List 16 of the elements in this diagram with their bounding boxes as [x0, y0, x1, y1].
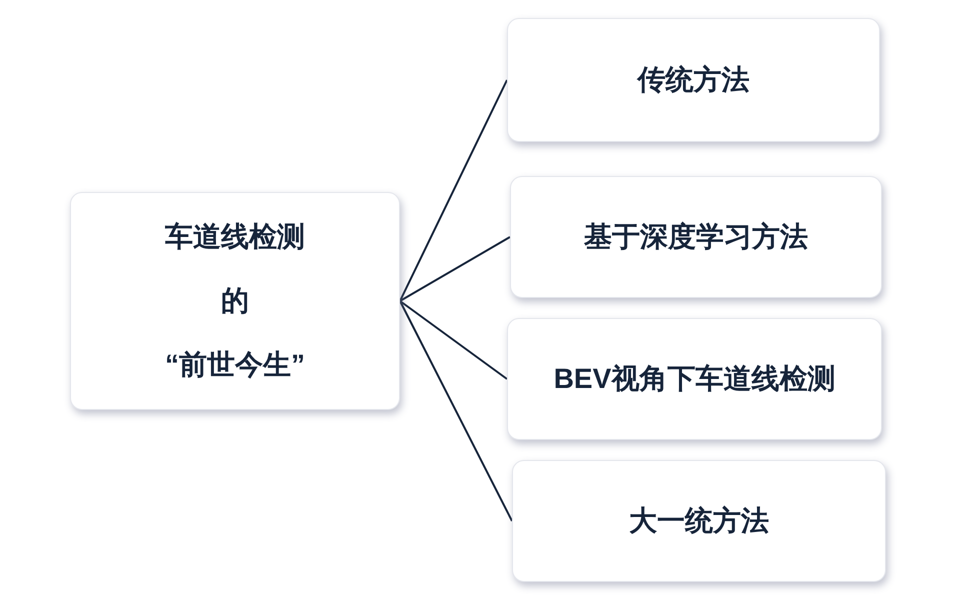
- box-title: BEV视角下车道线检测: [554, 365, 836, 393]
- topic-box: [507, 318, 882, 440]
- topic-box: [512, 460, 886, 582]
- topic-box: [507, 18, 880, 142]
- connector-line: [399, 300, 513, 522]
- box-title: 的: [221, 287, 249, 315]
- connector-line: [399, 80, 508, 302]
- box-title: “前世今生”: [165, 351, 305, 379]
- connector-line: [400, 236, 510, 302]
- connector-line: [399, 300, 508, 380]
- box-title: 大一统方法: [629, 507, 769, 535]
- topic-box: [510, 176, 882, 298]
- box-title: 车道线检测: [165, 223, 305, 251]
- topic-box: [70, 192, 400, 410]
- box-title: 传统方法: [638, 66, 750, 94]
- box-title: 基于深度学习方法: [584, 223, 808, 251]
